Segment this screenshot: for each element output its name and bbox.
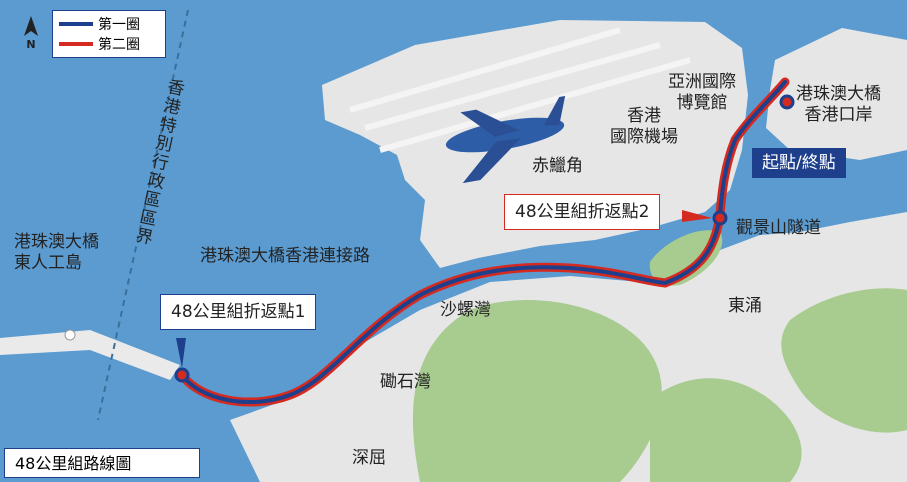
plane-icon — [445, 95, 566, 184]
hill-sha-lo-wan — [412, 300, 662, 482]
legend-label: 第一圈 — [98, 17, 140, 33]
label-tai-o-wan: 磡石灣 — [380, 372, 431, 392]
bridge-deck — [0, 330, 180, 380]
map-title: 48公里組路線圖 — [4, 448, 200, 478]
hill-tung-chung — [650, 378, 802, 482]
turn1-pointer — [176, 338, 186, 368]
start-finish-marker — [779, 94, 795, 110]
compass-label: N — [26, 38, 36, 51]
port-island — [766, 28, 907, 160]
north-arrow-icon — [24, 16, 38, 36]
label-tung-chung: 東涌 — [728, 296, 762, 316]
runway-lines — [349, 27, 691, 153]
label-artificial-island: 港珠澳大橋 東人工島 — [14, 232, 99, 273]
label-sham-wat: 深屈 — [352, 448, 386, 468]
label-asiaworld: 亞洲國際 博覽館 — [668, 72, 736, 113]
label-tunnel: 觀景山隧道 — [736, 218, 821, 238]
legend-item-first-loop: 第一圈 — [59, 14, 140, 34]
label-airport: 香港 國際機場 — [610, 106, 678, 147]
label-link-road: 港珠澳大橋香港連接路 — [200, 246, 370, 266]
turn-point-1-marker — [174, 367, 190, 383]
compass: N — [18, 14, 44, 54]
callout-start-finish: 起點/終點 — [752, 148, 846, 178]
legend: 第一圈 第二圈 — [52, 10, 166, 58]
hill-tunnel — [649, 230, 723, 286]
hill-east — [781, 288, 907, 433]
callout-turn-point-2: 48公里組折返點2 — [504, 194, 661, 230]
label-port: 港珠澳大橋 香港口岸 — [796, 84, 881, 125]
route-first-loop — [180, 80, 787, 405]
turn2-pointer — [682, 210, 712, 222]
legend-swatch-blue — [59, 22, 93, 26]
label-chek-lap-kok: 赤鱲角 — [532, 156, 583, 176]
artificial-island-dot — [64, 329, 76, 341]
label-sha-lo-wan: 沙螺灣 — [440, 300, 491, 320]
legend-label: 第二圈 — [98, 37, 140, 53]
boundary-line — [97, 9, 189, 421]
turn-point-2-marker — [712, 210, 728, 226]
callout-turn-point-1: 48公里組折返點1 — [160, 294, 317, 330]
legend-swatch-red — [59, 42, 93, 46]
legend-item-second-loop: 第二圈 — [59, 34, 140, 54]
